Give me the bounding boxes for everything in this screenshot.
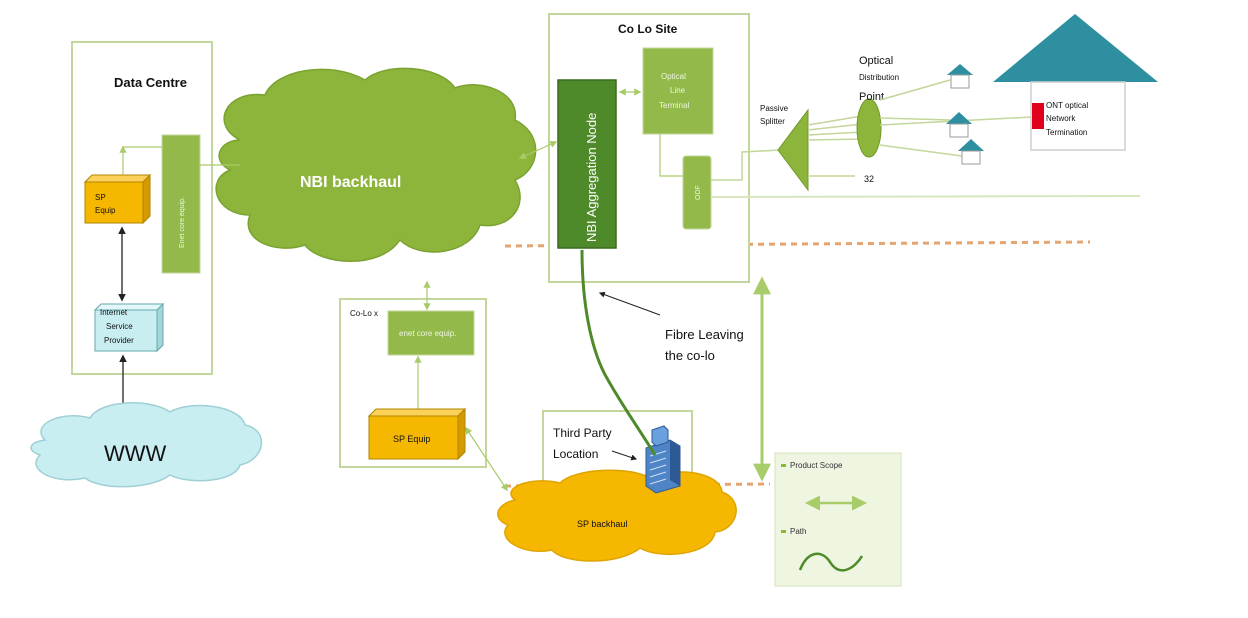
ont-label-3: Termination [1046,128,1087,137]
sp-equip-side [142,173,151,225]
odf-long-fibre [710,195,1141,198]
sp-equip-label-2: Equip [95,206,116,215]
third-party-label-2: Location [553,447,598,461]
colox-sp-equip[interactable] [368,415,459,460]
fibre-pointer [598,291,661,316]
legend-path-sample [798,552,864,572]
odp-label-2: Distribution [859,73,899,82]
odp-label-3: Point [859,91,884,103]
legend-bullet [781,530,786,533]
isp-label-2: Service [106,322,133,331]
optical-line-terminal[interactable] [642,47,714,135]
legend-product-scope-label: Product Scope [790,461,843,470]
third-party-pointer [611,450,638,461]
olt-label-2: Line [670,86,686,95]
small-house-icon [946,112,972,138]
sp-backhaul-cloud[interactable] [497,469,737,562]
house-body [1030,81,1126,151]
sp-equip-backhaul-link [465,426,508,492]
sp-equip-label-1: SP [95,193,106,202]
fibre-label-2: the co-lo [665,348,715,363]
nbi-aggregation-node-label: NBI Aggregation Node [584,113,599,242]
www-cloud[interactable] [30,402,262,488]
dc-core-equip-label: Enet core equip. [179,197,186,248]
isp-label-3: Provider [104,336,134,345]
ont-label-1: ONT optical [1046,101,1088,110]
ont-device[interactable] [1032,103,1044,129]
nbi-backhaul-label: NBI backhaul [300,174,401,191]
odp-label-1: Optical [859,55,893,67]
sp-equip-block[interactable] [84,181,144,224]
co-lo-x-title: Co-Lo x [350,309,378,318]
colo-x-core-equip-label: enet core equip. [399,329,456,338]
data-centre-title: Data Centre [114,75,187,90]
third-party-label-1: Third Party [553,426,612,440]
olt-odf-link [659,134,683,177]
passive-splitter[interactable] [777,108,809,192]
splitter-fibres [807,115,863,177]
olt-label-1: Optical [661,72,686,81]
www-label: WWW [104,441,167,466]
splitter-label-2: Splitter [760,117,785,126]
odf-block[interactable] [682,155,712,230]
isp-side [156,302,164,353]
house-roof-icon [993,14,1158,82]
small-house-icon [958,139,984,165]
ont-label-2: Network [1046,114,1076,123]
nbi-aggregation-node[interactable] [557,79,617,249]
legend-bullet [781,464,786,467]
colox-sp-equip-label: SP Equip [393,434,430,444]
splitter-label-1: Passive [760,104,789,113]
nbi-colo-link [518,141,558,159]
isp-label-1: Internet [100,308,128,317]
dc-core-equip [161,134,201,274]
fibre-path [580,249,657,456]
legend-box [774,452,902,587]
legend-path-label: Path [790,527,806,536]
optical-distribution-point[interactable] [856,98,882,158]
odf-label: ODF [695,185,702,200]
splitter-count-label: 32 [864,174,874,184]
dashed-separator-upper [504,240,1091,248]
olt-label-3: Terminal [659,101,689,110]
sp-backhaul-label: SP backhaul [577,519,627,529]
fibre-label-1: Fibre Leaving [665,327,744,342]
small-house-icon [947,64,973,89]
co-lo-site-title: Co Lo Site [618,22,678,36]
colox-sp-equip-side [457,407,466,461]
colox-sp-equip-top [367,408,467,417]
sp-equip-top [83,174,152,183]
isp-block[interactable] [94,309,158,352]
nbi-backhaul-cloud[interactable] [215,67,537,262]
colo-x-core-equip[interactable] [387,310,475,356]
odp-drop-fibres [879,79,1033,157]
odf-splitter-fibre [711,149,781,181]
